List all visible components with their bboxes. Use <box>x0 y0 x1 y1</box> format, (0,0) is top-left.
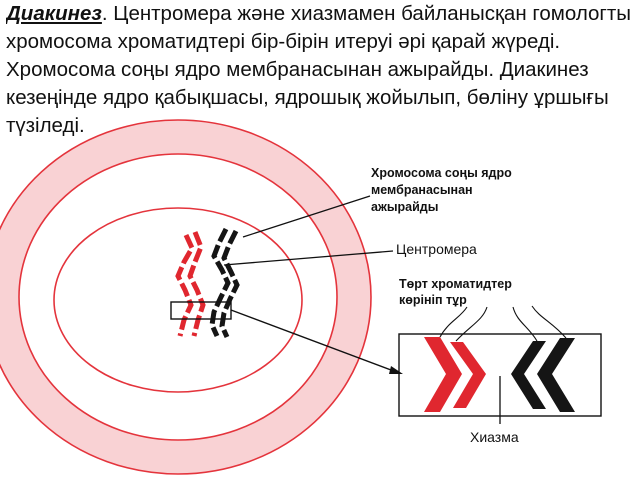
centromere-pointer-line <box>223 250 394 266</box>
cell-membrane-inner-edge <box>18 153 338 441</box>
membrane-label-line-2: мембранасынан <box>371 183 473 197</box>
centromere-label: Центромера <box>396 241 477 257</box>
black-chromatid-2 <box>219 229 240 339</box>
chromatids-label-line-1: Төрт хроматидтер <box>399 277 512 291</box>
red-chromosome <box>175 231 206 337</box>
term-diakinesis: Диакинез <box>6 2 102 25</box>
black-chromosome <box>209 227 240 339</box>
membrane-label-line-3: ажырайды <box>371 200 438 214</box>
membrane-label-line-1: Хромосома соңы ядро <box>371 166 512 180</box>
zoom-connector-line <box>230 309 400 374</box>
description-paragraph: Диакинез. Центромера және хиазмамен байл… <box>6 0 638 150</box>
zoomed-black-chromatid-outer <box>537 338 575 412</box>
cell-membrane-outer-edge <box>0 119 372 475</box>
chromatid-pointer-lines <box>439 305 567 342</box>
red-chromatid-1 <box>175 233 195 337</box>
zoomed-red-chromatids <box>424 337 486 412</box>
nucleus-membrane <box>53 207 303 393</box>
cell-outer-membrane <box>0 120 371 474</box>
zoomed-red-chromatid-outer <box>424 337 462 412</box>
zoomed-red-chromatid-inner <box>450 342 486 408</box>
zoomed-black-chromatid-inner <box>511 341 546 409</box>
zoomed-black-chromatids <box>511 338 575 412</box>
red-chromatid-2 <box>187 231 206 337</box>
black-chromatid-1 <box>209 227 231 338</box>
chiasma-label: Хиазма <box>470 429 519 445</box>
paragraph-text: . Центромера және хиазмамен байланысқан … <box>6 2 632 137</box>
membrane-pointer-line <box>242 195 371 238</box>
zoom-arrowhead <box>389 366 403 374</box>
chromatids-label-line-2: көрініп тұр <box>399 293 467 307</box>
